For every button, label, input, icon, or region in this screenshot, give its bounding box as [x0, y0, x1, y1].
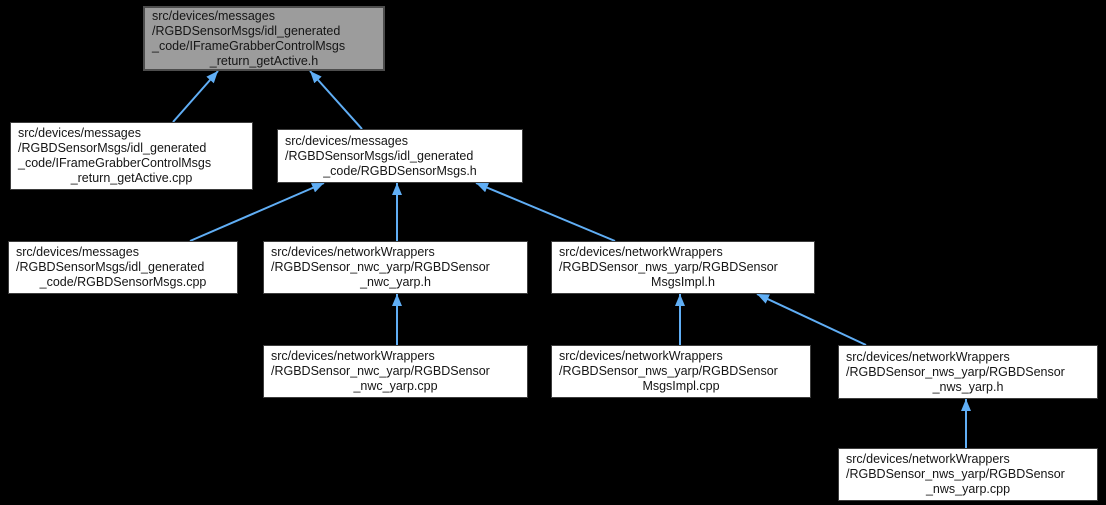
- node-label-line: /RGBDSensorMsgs/idl_generated: [285, 148, 474, 163]
- node-rgbdsensormsgsimpl-cpp[interactable]: src/devices/networkWrappers /RGBDSensor_…: [551, 345, 811, 398]
- node-label-line: _nws_yarp.h: [932, 379, 1004, 394]
- node-label-line: src/devices/networkWrappers: [846, 452, 1010, 466]
- node-label-line: src/devices/networkWrappers: [559, 349, 723, 363]
- node-label-line: _nwc_yarp.h: [360, 275, 431, 289]
- node-label-line: /RGBDSensorMsgs/idl_generated: [16, 260, 205, 274]
- node-label-line: /RGBDSensor_nws_yarp/RGBDSensor: [846, 364, 1065, 379]
- edge-rgbdSensorMsgsH-to-returnGetActiveH: [309, 70, 363, 130]
- node-label-line: src/devices/networkWrappers: [846, 349, 1010, 364]
- node-label-line: _return_getActive.h: [209, 53, 319, 68]
- node-label-line: /RGBDSensor_nws_yarp/RGBDSensor: [846, 467, 1065, 481]
- node-label-line: src/devices/networkWrappers: [271, 349, 435, 363]
- node-label-line: _code/IFrameGrabberControlMsgs: [18, 156, 212, 170]
- node-iframegrabbercontrolmsgs-return-getactive-cpp[interactable]: src/devices/messages /RGBDSensorMsgs/idl…: [10, 122, 253, 190]
- node-label-line: src/devices/networkWrappers: [271, 245, 435, 259]
- edge-nwsYarpH-to-msgsImplH: [756, 293, 867, 346]
- node-label-line: /RGBDSensor_nws_yarp/RGBDSensor: [559, 260, 778, 274]
- edge-msgsImplH-to-rgbdSensorMsgsH: [475, 182, 616, 242]
- node-rgbdsensormsgsimpl-h[interactable]: src/devices/networkWrappers /RGBDSensor_…: [551, 241, 815, 294]
- node-label-line: src/devices/messages: [16, 245, 139, 259]
- node-rgbdsensor-nws-yarp-h[interactable]: src/devices/networkWrappers /RGBDSensor_…: [838, 345, 1098, 399]
- node-label-line: _return_getActive.cpp: [70, 171, 193, 185]
- node-rgbdsensor-nwc-yarp-h[interactable]: src/devices/networkWrappers /RGBDSensor_…: [263, 241, 528, 294]
- node-label-line: src/devices/messages: [152, 8, 275, 23]
- node-label-line: _nws_yarp.cpp: [925, 482, 1011, 496]
- node-label-line: src/devices/networkWrappers: [559, 245, 723, 259]
- node-label-line: /RGBDSensor_nws_yarp/RGBDSensor: [559, 364, 778, 378]
- edge-returnGetActiveCpp-to-returnGetActiveH: [172, 70, 219, 123]
- node-label-line: MsgsImpl.h: [651, 275, 715, 289]
- node-label-line: _code/RGBDSensorMsgs.h: [323, 163, 477, 178]
- edge-rgbdSensorMsgsCpp-to-rgbdSensorMsgsH: [189, 182, 325, 242]
- node-label-line: /RGBDSensor_nwc_yarp/RGBDSensor: [271, 364, 490, 378]
- node-label-line: src/devices/messages: [285, 133, 408, 148]
- node-rgbdsensor-nwc-yarp-cpp[interactable]: src/devices/networkWrappers /RGBDSensor_…: [263, 345, 528, 398]
- node-label-line: _code/IFrameGrabberControlMsgs: [152, 38, 346, 53]
- node-label-line: MsgsImpl.cpp: [642, 379, 720, 393]
- node-rgbdsensormsgs-h[interactable]: src/devices/messages /RGBDSensorMsgs/idl…: [277, 129, 523, 183]
- node-label-line: /RGBDSensorMsgs/idl_generated: [152, 23, 341, 38]
- node-label-line: /RGBDSensor_nwc_yarp/RGBDSensor: [271, 260, 490, 274]
- node-label-line: /RGBDSensorMsgs/idl_generated: [18, 141, 207, 155]
- node-iframegrabbercontrolmsgs-return-getactive-h: src/devices/messages /RGBDSensorMsgs/idl…: [143, 6, 385, 71]
- node-rgbdsensor-nws-yarp-cpp[interactable]: src/devices/networkWrappers /RGBDSensor_…: [838, 448, 1098, 501]
- node-label-line: _nwc_yarp.cpp: [353, 379, 438, 393]
- node-rgbdsensormsgs-cpp[interactable]: src/devices/messages /RGBDSensorMsgs/idl…: [8, 241, 238, 294]
- node-label-line: src/devices/messages: [18, 126, 141, 140]
- node-label-line: _code/RGBDSensorMsgs.cpp: [39, 275, 207, 289]
